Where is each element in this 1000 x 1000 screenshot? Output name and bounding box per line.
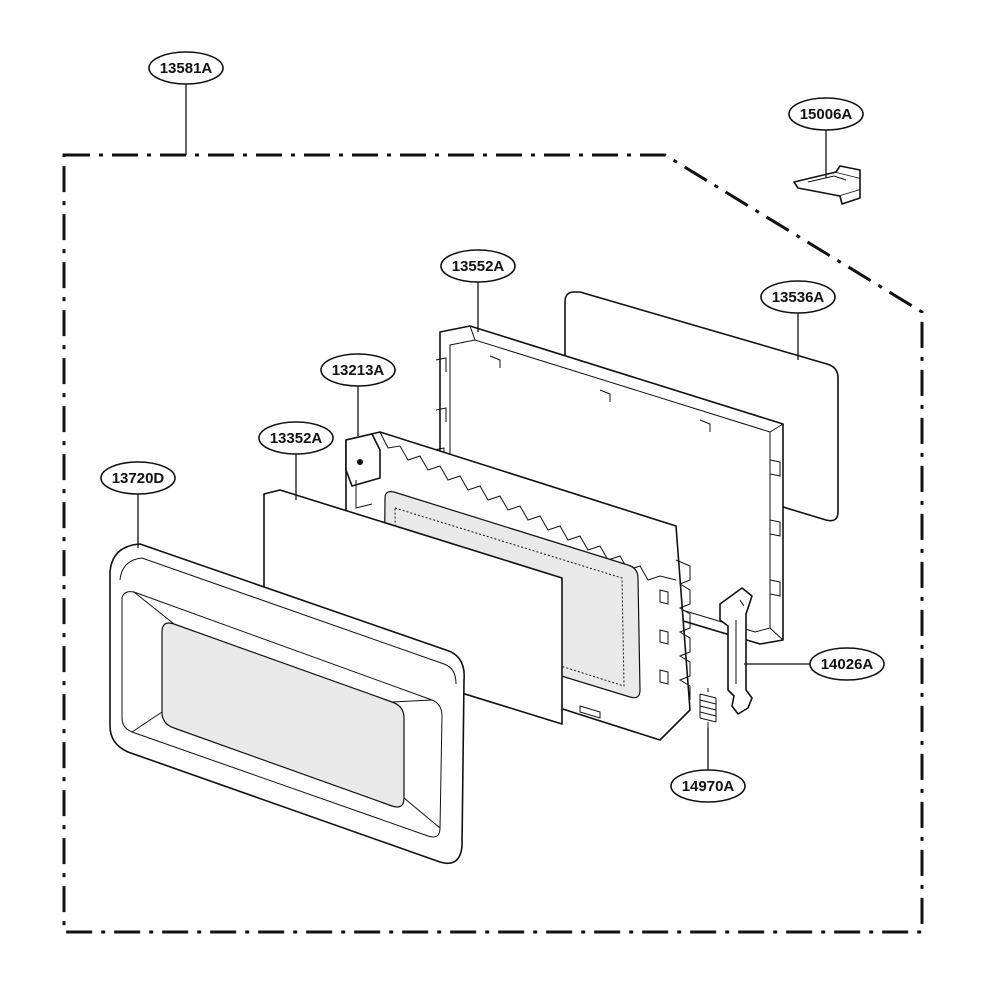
- callout-13352a: 13352A: [258, 421, 334, 455]
- callout-13581a: 13581A: [148, 51, 224, 85]
- callout-14026a-label: 14026A: [821, 656, 874, 673]
- callout-13213a-label: 13213A: [332, 362, 385, 379]
- callout-14970a-label: 14970A: [682, 778, 735, 795]
- callout-14026a: 14026A: [809, 647, 885, 681]
- callout-13536a-label: 13536A: [772, 289, 825, 306]
- part-15006a-clip: [793, 165, 861, 205]
- part-14026a-latch-hook: [719, 587, 753, 715]
- callout-13581a-label: 13581A: [160, 60, 213, 77]
- leader-lines: [137, 84, 827, 770]
- part-13720d-front-door-frame: [109, 543, 465, 865]
- callout-13213a: 13213A: [320, 353, 396, 387]
- callout-15006a: 15006A: [788, 97, 864, 131]
- callout-13720d: 13720D: [100, 461, 176, 495]
- callout-13536a: 13536A: [760, 280, 836, 314]
- callout-13552a-label: 13552A: [452, 258, 505, 275]
- callout-13720d-label: 13720D: [112, 470, 165, 487]
- callout-13552a: 13552A: [440, 249, 516, 283]
- assembly-boundary: [62, 153, 924, 934]
- callout-15006a-label: 15006A: [800, 106, 853, 123]
- callout-14970a: 14970A: [670, 769, 746, 803]
- part-14970a-spring: [699, 688, 717, 728]
- callout-13352a-label: 13352A: [270, 430, 323, 447]
